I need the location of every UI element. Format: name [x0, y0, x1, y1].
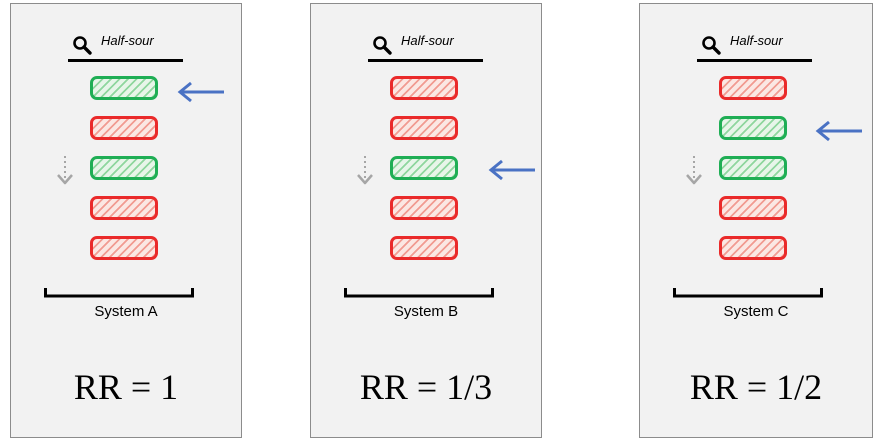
- system-bracket: [44, 288, 194, 298]
- query-text: Half-sour: [101, 33, 154, 48]
- nonrelevant-result: [390, 236, 458, 260]
- result-list: [90, 76, 158, 276]
- nonrelevant-result: [390, 116, 458, 140]
- arrow-left-icon: [177, 81, 224, 103]
- nonrelevant-result: [719, 236, 787, 260]
- nonrelevant-result: [90, 116, 158, 140]
- query-underline: [697, 59, 812, 62]
- nonrelevant-result: [90, 236, 158, 260]
- relevant-result: [719, 116, 787, 140]
- system-bracket: [344, 288, 494, 298]
- arrow-left-icon: [488, 159, 535, 181]
- arrow-left-icon: [815, 120, 862, 142]
- relevant-result: [90, 76, 158, 100]
- system-label: System C: [723, 303, 789, 320]
- dotted-down-arrow-icon: [357, 156, 373, 185]
- system-panel-c: Half-sour System C RR = 1/2: [639, 3, 873, 438]
- reciprocal-rank-value: RR = 1/3: [359, 367, 493, 407]
- system-panel-b: Half-sour System B RR = 1/3: [310, 3, 542, 438]
- system-bracket: [673, 288, 823, 298]
- reciprocal-rank-value: RR = 1: [73, 367, 179, 407]
- system-panel-a: Half-sour System A RR = 1: [10, 3, 242, 438]
- dotted-down-arrow-icon: [57, 156, 73, 185]
- nonrelevant-result: [90, 196, 158, 220]
- nonrelevant-result: [719, 76, 787, 100]
- relevant-result: [390, 156, 458, 180]
- nonrelevant-result: [390, 196, 458, 220]
- nonrelevant-result: [719, 196, 787, 220]
- relevant-result: [90, 156, 158, 180]
- system-label: System A: [94, 303, 158, 320]
- nonrelevant-result: [390, 76, 458, 100]
- relevant-result: [719, 156, 787, 180]
- result-list: [390, 76, 458, 276]
- search-icon: [73, 36, 92, 55]
- reciprocal-rank-value: RR = 1/2: [689, 367, 823, 407]
- dotted-down-arrow-icon: [686, 156, 702, 185]
- query-text: Half-sour: [730, 33, 783, 48]
- search-icon: [373, 36, 392, 55]
- query-underline: [68, 59, 183, 62]
- query-text: Half-sour: [401, 33, 454, 48]
- query-underline: [368, 59, 483, 62]
- system-label: System B: [393, 303, 459, 320]
- result-list: [719, 76, 787, 276]
- search-icon: [702, 36, 721, 55]
